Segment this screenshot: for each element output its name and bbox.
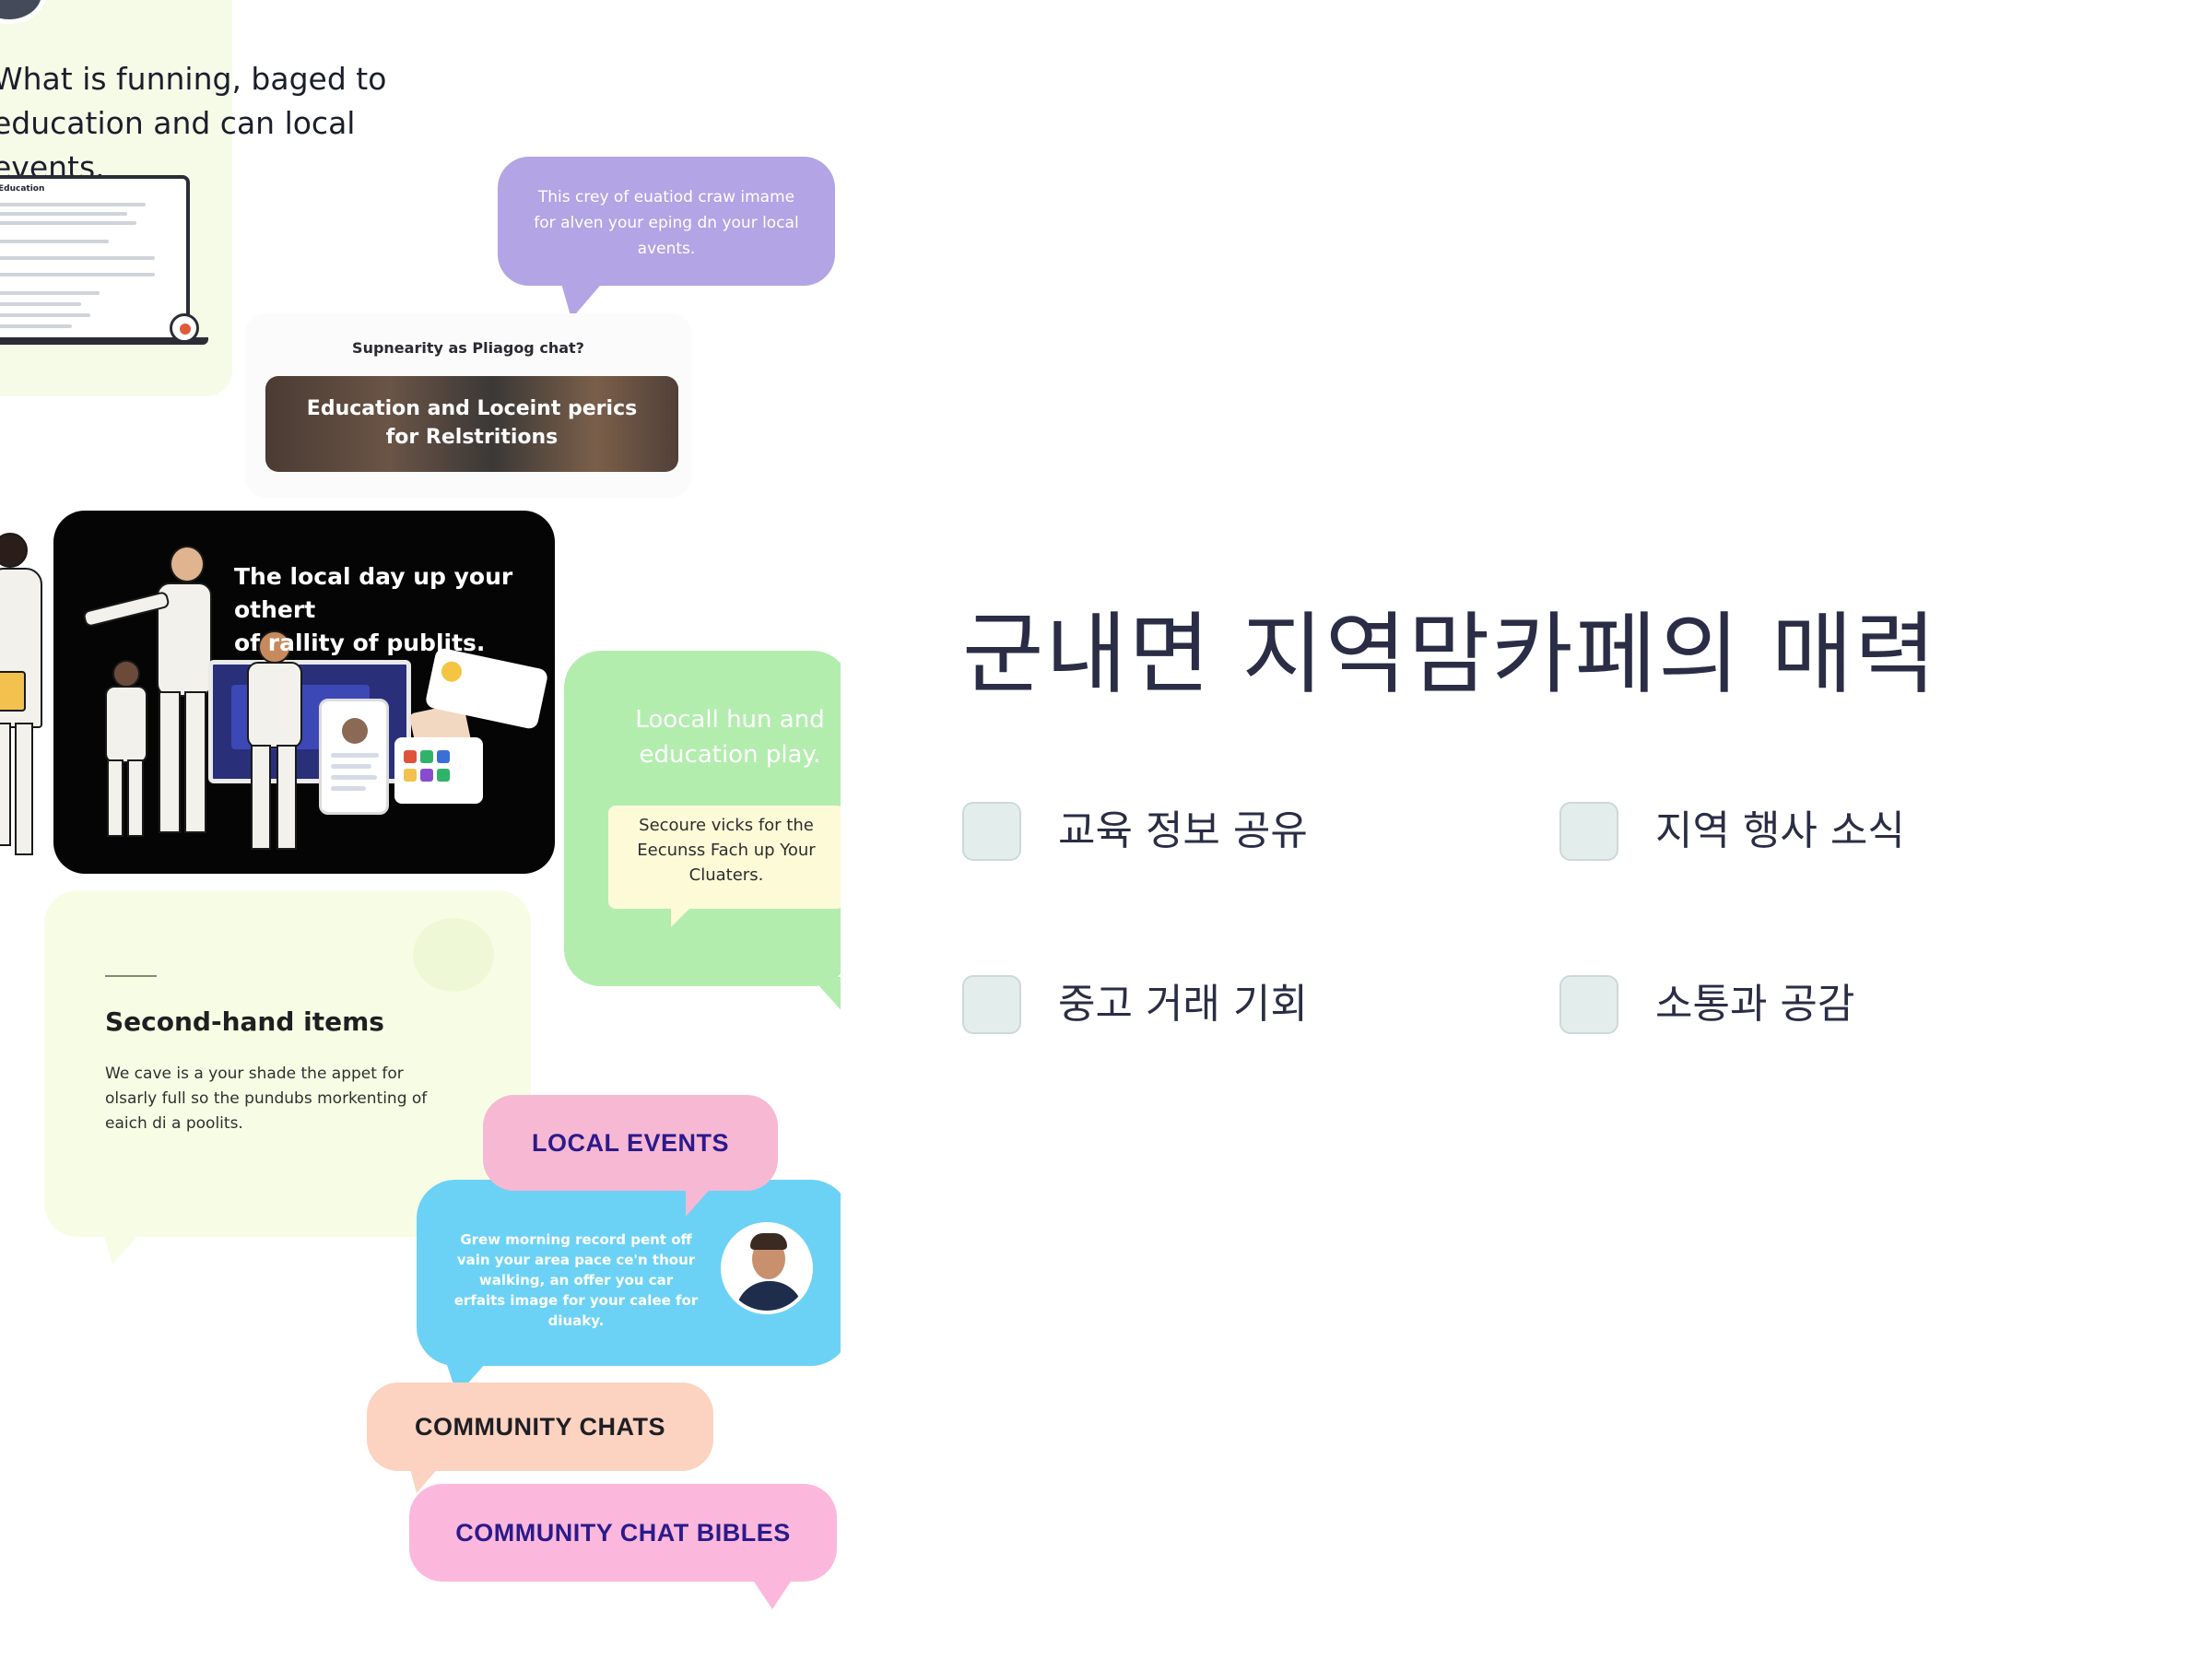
local-events-pill-tail (686, 1185, 713, 1217)
laptop-title: Education (0, 184, 45, 194)
feature-label: 교육 정보 공유 (1058, 807, 1308, 854)
laptop-line (0, 302, 81, 306)
member-avatar (721, 1222, 813, 1314)
photo-banner: Education and Loceint perics for Relstri… (265, 376, 678, 472)
feature-item-education[interactable]: 교육 정보 공유 (962, 802, 1478, 866)
laptop-line (0, 256, 155, 260)
green-inner-note-tail (671, 907, 691, 927)
phone-mockup (319, 699, 389, 815)
laptop-line (0, 212, 127, 216)
feature-label: 중고 거래 기회 (1058, 981, 1308, 1028)
child-figure-illustration (96, 660, 151, 844)
presenter-figure-illustration (238, 630, 312, 852)
secondhand-card-tail (103, 1233, 140, 1265)
checkbox[interactable] (962, 975, 1021, 1034)
education-intro-text: What is funning, baged to education and … (0, 57, 426, 190)
hero-line-2: of rallity of publits. (234, 629, 486, 656)
laptop-screen: Education (0, 175, 190, 343)
laptop-line (0, 291, 100, 295)
laptop-line (0, 273, 155, 276)
hero-line-1: The local day up your othert (234, 563, 513, 623)
checkbox[interactable] (962, 802, 1021, 861)
tablet-mockup (394, 737, 483, 804)
woman-figure-illustration (0, 533, 61, 855)
intro-line-1: What is funning, baged to (0, 61, 387, 97)
purple-bubble-tail (560, 280, 605, 319)
laptop-line (0, 240, 109, 243)
secondhand-title: Second-hand items (105, 1006, 384, 1037)
feature-item-secondhand[interactable]: 중고 거래 기회 (962, 975, 1478, 1040)
green-bubble-heading: Loocall hun and education play. (635, 706, 825, 769)
secondhand-divider (105, 975, 157, 977)
photo-banner-line-2: for Relstritions (385, 426, 559, 449)
feature-item-events[interactable]: 지역 행사 소식 (1559, 802, 2076, 866)
community-chats-pill: COMMUNITY CHATS (367, 1382, 713, 1471)
secondhand-body: We cave is a your shade the appet for ol… (105, 1065, 428, 1133)
checkbox[interactable] (1559, 802, 1618, 861)
laptop-line (0, 324, 72, 328)
laptop-line (0, 221, 136, 225)
green-inner-note: Secoure vicks for the Eecunss Fach up Yo… (608, 806, 841, 909)
local-events-pill: LOCAL EVENTS (483, 1095, 778, 1191)
feature-label: 지역 행사 소식 (1655, 807, 1905, 854)
laptop-line (0, 313, 90, 317)
feature-item-communication[interactable]: 소통과 공감 (1559, 975, 2076, 1040)
blue-bubble-text: Grew morning record pent off vain your a… (453, 1231, 699, 1329)
laptop-line (0, 203, 146, 206)
hero-caption: The local day up your othert of rallity … (234, 560, 566, 660)
secondhand-cloud-shape (413, 918, 494, 992)
checkbox[interactable] (1559, 975, 1618, 1034)
community-chat-bibles-pill-tail (750, 1576, 794, 1609)
page-title: 군내면 지역맘카페의 매력 (962, 603, 1938, 706)
photo-banner-line-1: Education and Loceint perics (306, 397, 638, 420)
man-figure-illustration (82, 546, 236, 850)
collage-illustration: What is funning, baged to education and … (0, 0, 841, 1659)
feature-label: 소통과 공감 (1655, 981, 1855, 1028)
summary-title: Supnearity as Pliagog chat? (352, 339, 584, 357)
location-pin-icon (170, 313, 199, 343)
community-chat-bibles-pill: COMMUNITY CHAT BIBLES (409, 1484, 837, 1582)
purple-speech-bubble: This crey of euatiod craw imame for alve… (498, 157, 835, 286)
laptop-base (0, 337, 208, 345)
green-bubble-tail (811, 977, 841, 1014)
